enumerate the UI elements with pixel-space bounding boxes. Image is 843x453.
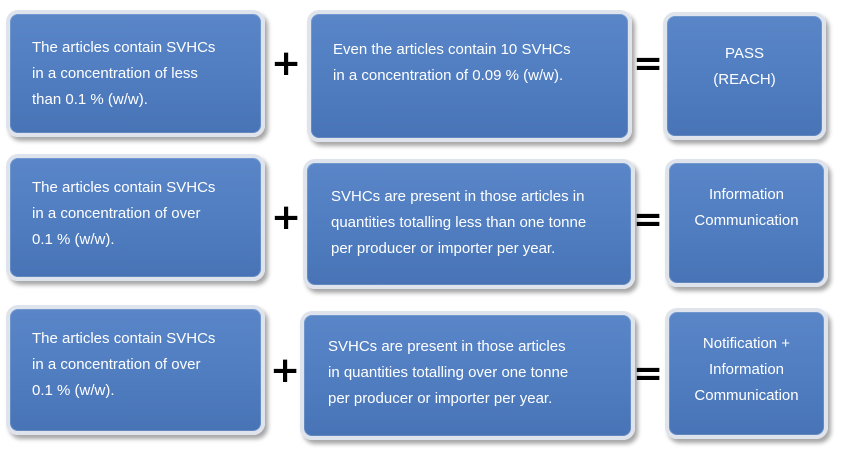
result-box-2: Information Communication [665, 159, 828, 287]
result-box-1: PASS (REACH) [663, 12, 826, 140]
detail-box-1: Even the articles contain 10 SVHCs in a … [307, 10, 632, 142]
detail-text-2: SVHCs are present in those articles in q… [331, 187, 587, 257]
detail-text-1: Even the articles contain 10 SVHCs in a … [333, 41, 571, 84]
condition-text-2: The articles contain SVHCs in a concentr… [32, 178, 216, 248]
equals-operator-3: = [633, 353, 664, 394]
plus-operator-2: + [271, 197, 302, 238]
detail-text-3: SVHCs are present in those articles in q… [328, 338, 569, 407]
condition-box-3: The articles contain SVHCs in a concentr… [6, 305, 265, 435]
detail-box-2: SVHCs are present in those articles in q… [303, 159, 635, 289]
condition-box-1: The articles contain SVHCs in a concentr… [6, 10, 265, 137]
plus-operator-1: + [271, 43, 302, 84]
detail-box-3: SVHCs are present in those articles in q… [300, 311, 635, 440]
condition-text-1: The articles contain SVHCs in a concentr… [32, 38, 216, 108]
equals-operator-1: = [633, 43, 664, 84]
result-text-1: PASS (REACH) [713, 45, 776, 88]
condition-text-3: The articles contain SVHCs in a concentr… [32, 330, 216, 399]
result-box-3: Notification + Information Communication [665, 308, 828, 439]
equals-operator-2: = [633, 199, 664, 240]
result-text-2: Information Communication [694, 186, 799, 229]
result-text-3: Notification + Information Communication [694, 334, 799, 404]
plus-operator-3: + [270, 350, 301, 391]
condition-box-2: The articles contain SVHCs in a concentr… [6, 154, 265, 281]
